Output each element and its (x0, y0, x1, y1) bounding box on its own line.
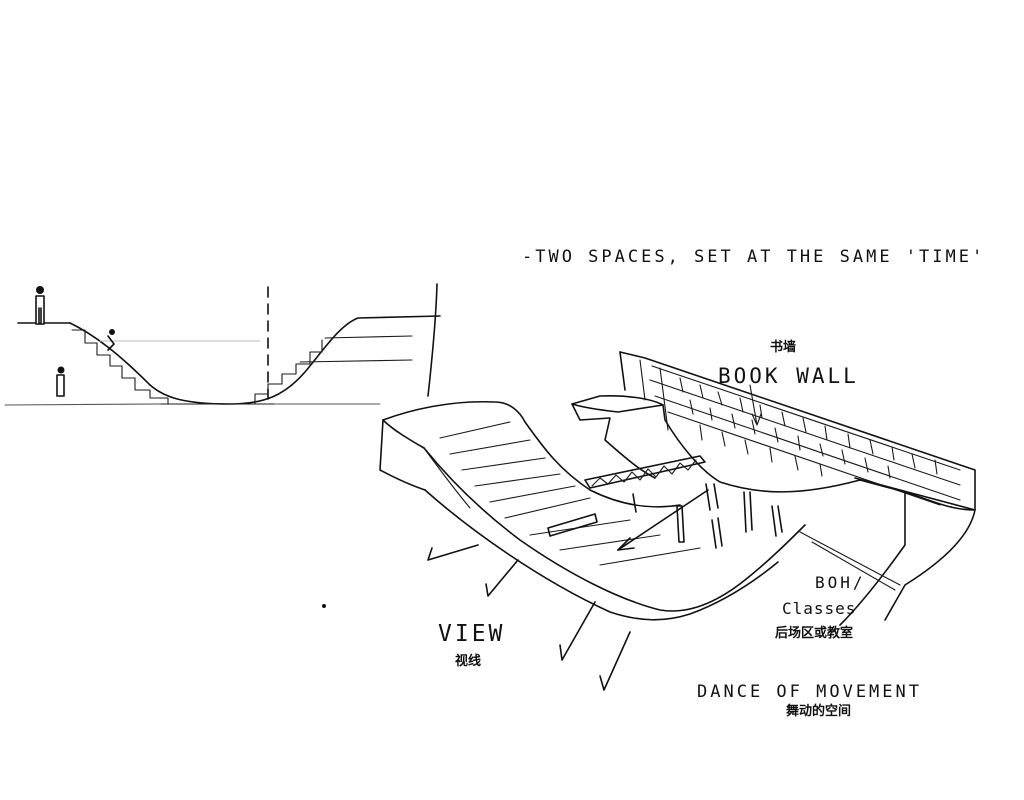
view-arrows (427, 544, 631, 691)
zigzag-bridge (584, 455, 706, 489)
boh-label: BOH/ (815, 573, 866, 592)
view-cn-label: 视线 (455, 653, 481, 669)
human-figure-icon (56, 366, 65, 397)
view-en-label: VIEW (438, 621, 505, 647)
dance-en-label: DANCE OF MOVEMENT (697, 682, 922, 702)
book-wall-hatch (679, 377, 938, 479)
back-area-cn-label: 后场区或教室 (775, 625, 853, 641)
book-wall-cn-label: 书墙 (770, 339, 796, 355)
book-wall-en-label: BOOK WALL (718, 364, 859, 388)
classes-label: Classes (782, 599, 856, 618)
perspective-drawing (322, 351, 976, 691)
human-figure-icon (35, 286, 45, 325)
dance-cn-label: 舞动的空间 (785, 703, 851, 719)
headline-annotation: -TWO SPACES, SET AT THE SAME 'TIME' (522, 247, 985, 267)
section-drawing (4, 283, 441, 406)
human-figure-icon (107, 329, 115, 351)
